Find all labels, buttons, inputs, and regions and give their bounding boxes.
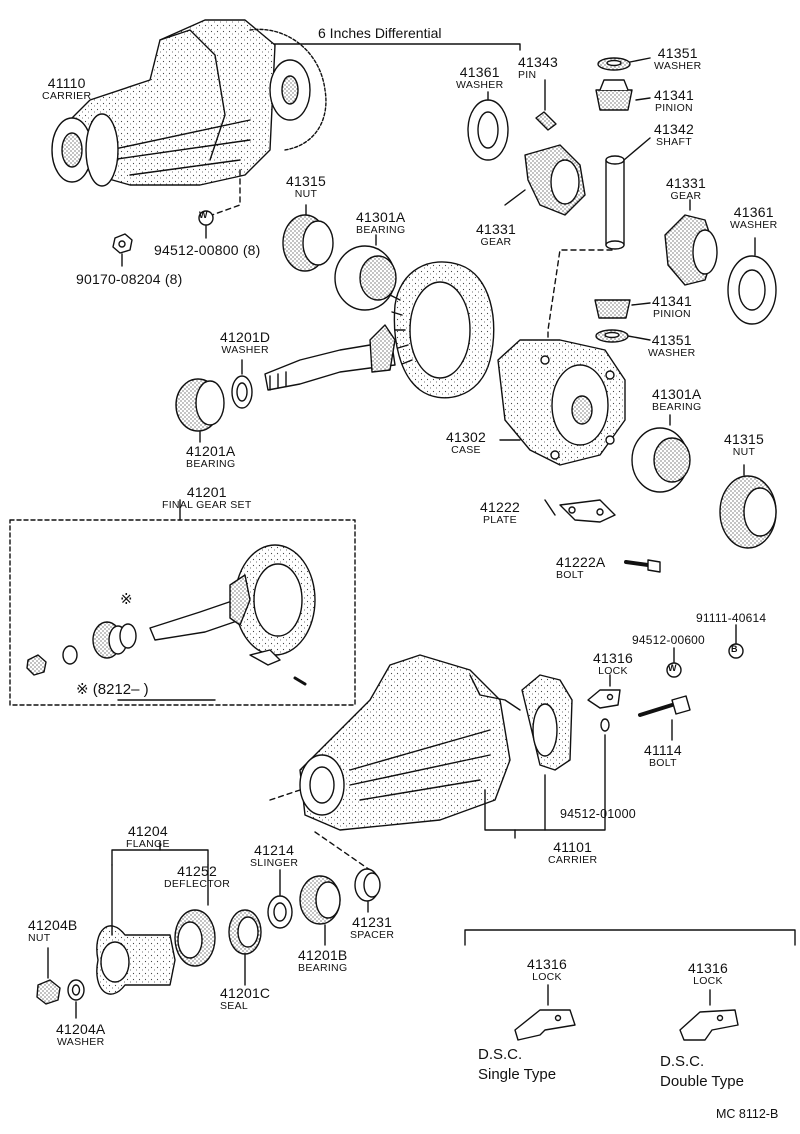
part-number-label: 94512-01000 [560,807,636,821]
part-number-label: 94512-00600 [632,633,705,647]
part-number-label: 90170-08204 (8) [76,271,183,287]
washer-symbol: W [199,210,208,220]
asterisk-marker: ※ [120,591,133,608]
part-number-label: 91111-40614 [696,611,767,625]
final-gear-set-drawing [26,544,316,686]
part-number-label: 94512-00800 (8) [154,242,261,258]
footnote: ※ (8212– ) [76,681,149,698]
washer-symbol: W [668,663,677,673]
carrier-41101-drawing [299,654,521,831]
diagram-title: 6 Inches Differential [318,25,442,41]
carrier-41110-drawing [51,19,327,187]
bolt-symbol: B [731,644,738,654]
drawing-code: MC 8112-B [716,1107,779,1121]
variant-single: D.S.C.Single Type [478,1046,557,1083]
variant-double: D.S.C.Double Type [660,1053,744,1090]
